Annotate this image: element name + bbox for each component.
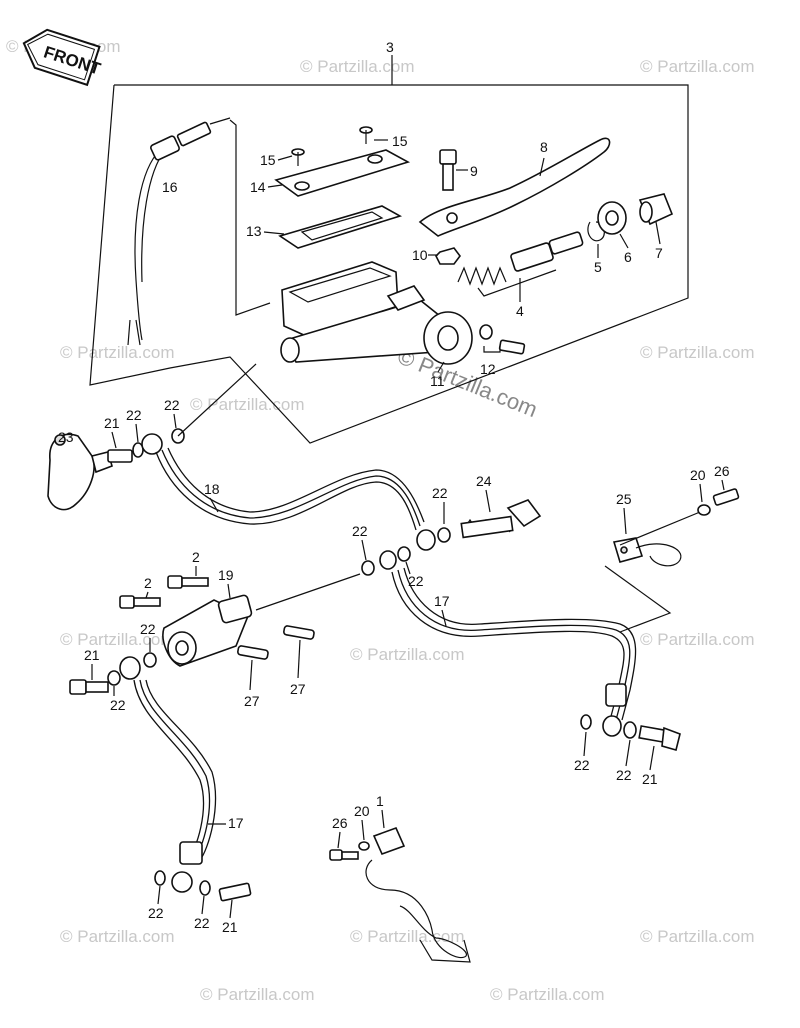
callout-22: 22 [110,697,126,713]
callout-12: 12 [480,361,496,377]
callout-22: 22 [432,485,448,501]
leader-line [604,565,672,633]
watermark: © Partzilla.com [60,630,175,649]
callout-20: 20 [354,803,370,819]
callout-27: 27 [244,693,260,709]
watermark: © Partzilla.com [640,343,755,362]
joint-bracket [162,594,253,667]
banjo-bolt-lower [69,679,252,902]
callout-15: 15 [392,133,408,149]
dust-boot [597,201,627,235]
callout-14: 14 [250,179,266,195]
callout-21: 21 [222,919,238,935]
callout-10: 10 [412,247,428,263]
callout-13: 13 [246,223,262,239]
watermark: © Partzilla.com [350,927,465,946]
hose-guide-bracket [365,826,471,963]
watermark: © Partzilla.com [190,395,305,414]
reservoir-cap [274,149,411,197]
callout-22: 22 [352,523,368,539]
master-cylinder [280,261,473,365]
front-arrow: FRONT [22,28,104,87]
pushrod-cap [638,193,674,226]
callout-17: 17 [228,815,244,831]
callout-27: 27 [290,681,306,697]
callout-2: 2 [192,549,200,565]
banjo-fitting [47,433,95,511]
callout-22: 22 [148,905,164,921]
callout-16: 16 [162,179,178,195]
cap-screws [291,126,373,166]
callout-26: 26 [714,463,730,479]
callout-18: 18 [204,481,220,497]
callout-labels: 3 16 15 15 14 13 8 9 10 5 6 7 4 11 12 23… [58,39,730,935]
pivot-nut [435,247,461,265]
leader-line [177,363,257,437]
watermark: © Partzilla.com [300,57,415,76]
callout-19: 19 [218,567,234,583]
watermark: © Partzilla.com [60,343,175,362]
callout-20: 20 [690,467,706,483]
leader-line [619,511,701,546]
brake-hose-upper [155,447,451,551]
banjo-bolt-right [638,725,681,751]
dowel-pins [237,625,315,660]
brake-hose-right [391,567,637,739]
callout-5: 5 [594,259,602,275]
callout-22: 22 [194,915,210,931]
callout-6: 6 [624,249,632,265]
callout-15: 15 [260,152,276,168]
diaphragm [278,205,403,249]
watermark: © Partzilla.com [640,57,755,76]
callout-22: 22 [616,767,632,783]
watermark: © Partzilla.com [640,927,755,946]
callout-26: 26 [332,815,348,831]
callout-24: 24 [476,473,492,489]
callout-11: 11 [430,373,445,389]
callout-17: 17 [434,593,450,609]
bracket-screw [329,841,370,861]
piston-assembly [457,231,584,297]
callout-4: 4 [516,303,524,319]
union-bolt [460,499,542,539]
callout-21: 21 [104,415,120,431]
callout-8: 8 [540,139,548,155]
callout-22: 22 [164,397,180,413]
brake-hose-lower [107,652,217,896]
assembly-box [89,55,689,444]
callout-2: 2 [144,575,152,591]
watermark: © Partzilla.com [640,630,755,649]
callout-1: 1 [376,793,384,809]
clamp-bolt [479,324,526,355]
pivot-bolt [439,149,457,191]
leader-line [255,573,361,611]
watermark: © Partzilla.com [490,985,605,1004]
callout-25: 25 [616,491,632,507]
callout-21: 21 [642,771,658,787]
clamp-screw [697,488,740,516]
callout-23: 23 [58,429,74,445]
callout-22: 22 [140,621,156,637]
banjo-bolt [91,428,185,474]
hose-clamp [612,537,682,567]
callout-22: 22 [574,757,590,773]
callout-7: 7 [655,245,663,261]
callout-21: 21 [84,647,100,663]
brake-lever [418,137,611,237]
watermark: © Partzilla.com [60,927,175,946]
callout-9: 9 [470,163,478,179]
banjo-washers [361,546,411,576]
leader-line [229,119,271,316]
callout-3: 3 [386,39,394,55]
callout-22: 22 [408,573,424,589]
watermark: © Partzilla.com [200,985,315,1004]
watermark-layer: © Partzilla.com © Partzilla.com © Partzi… [6,37,755,1004]
callout-22: 22 [126,407,142,423]
mounting-bolts [119,575,209,609]
watermark: © Partzilla.com [350,645,465,664]
brake-light-switch [127,117,231,346]
